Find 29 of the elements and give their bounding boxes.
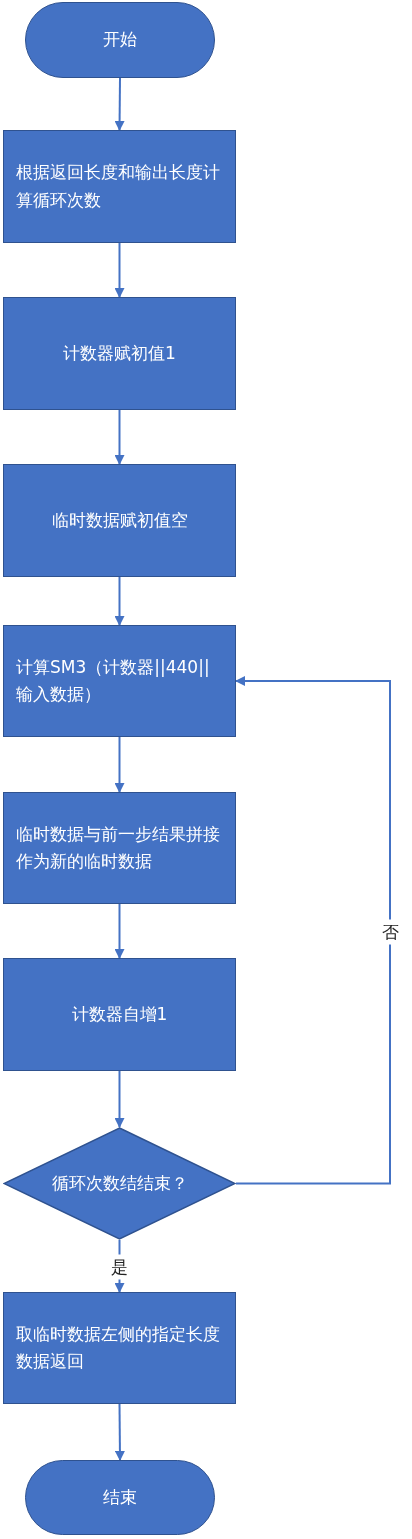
node-text: 计算SM3（计数器||440||输入数据）: [16, 655, 211, 706]
process-box: [3, 625, 236, 737]
node-text: 临时数据赋初值空: [51, 508, 188, 532]
arrow: [114, 1403, 125, 1461]
arrow: [114, 1070, 125, 1128]
arrow: [114, 77, 125, 131]
decision-diamond: [3, 1127, 236, 1240]
arrow: [235, 676, 391, 1185]
node-text: 根据返回长度和输出长度计算循环次数: [16, 161, 221, 212]
node-text: 计数器赋初值1: [63, 341, 176, 365]
arrow: [114, 903, 125, 959]
process-box: [3, 792, 236, 904]
process-box: [3, 958, 236, 1071]
process-box: [3, 130, 236, 243]
node-text: 开始: [103, 28, 137, 52]
node-text: 循环次数结结束？: [51, 1171, 188, 1195]
node-text: 取临时数据左侧的指定长度数据返回: [16, 1322, 221, 1373]
process-box: [3, 464, 236, 577]
node-text: 计数器自增1: [71, 1002, 168, 1026]
node-text: 临时数据与前一步结果拼接作为新的临时数据: [16, 822, 221, 873]
node-text: 结束: [103, 1485, 137, 1509]
arrow: [114, 409, 125, 465]
process-box: [3, 297, 236, 410]
arrow: [114, 576, 125, 626]
process-box: [3, 1292, 236, 1404]
edge-label: 否: [379, 919, 401, 945]
arrow: [114, 736, 125, 793]
edge-label: 是: [109, 1254, 130, 1280]
arrow: [114, 242, 125, 298]
